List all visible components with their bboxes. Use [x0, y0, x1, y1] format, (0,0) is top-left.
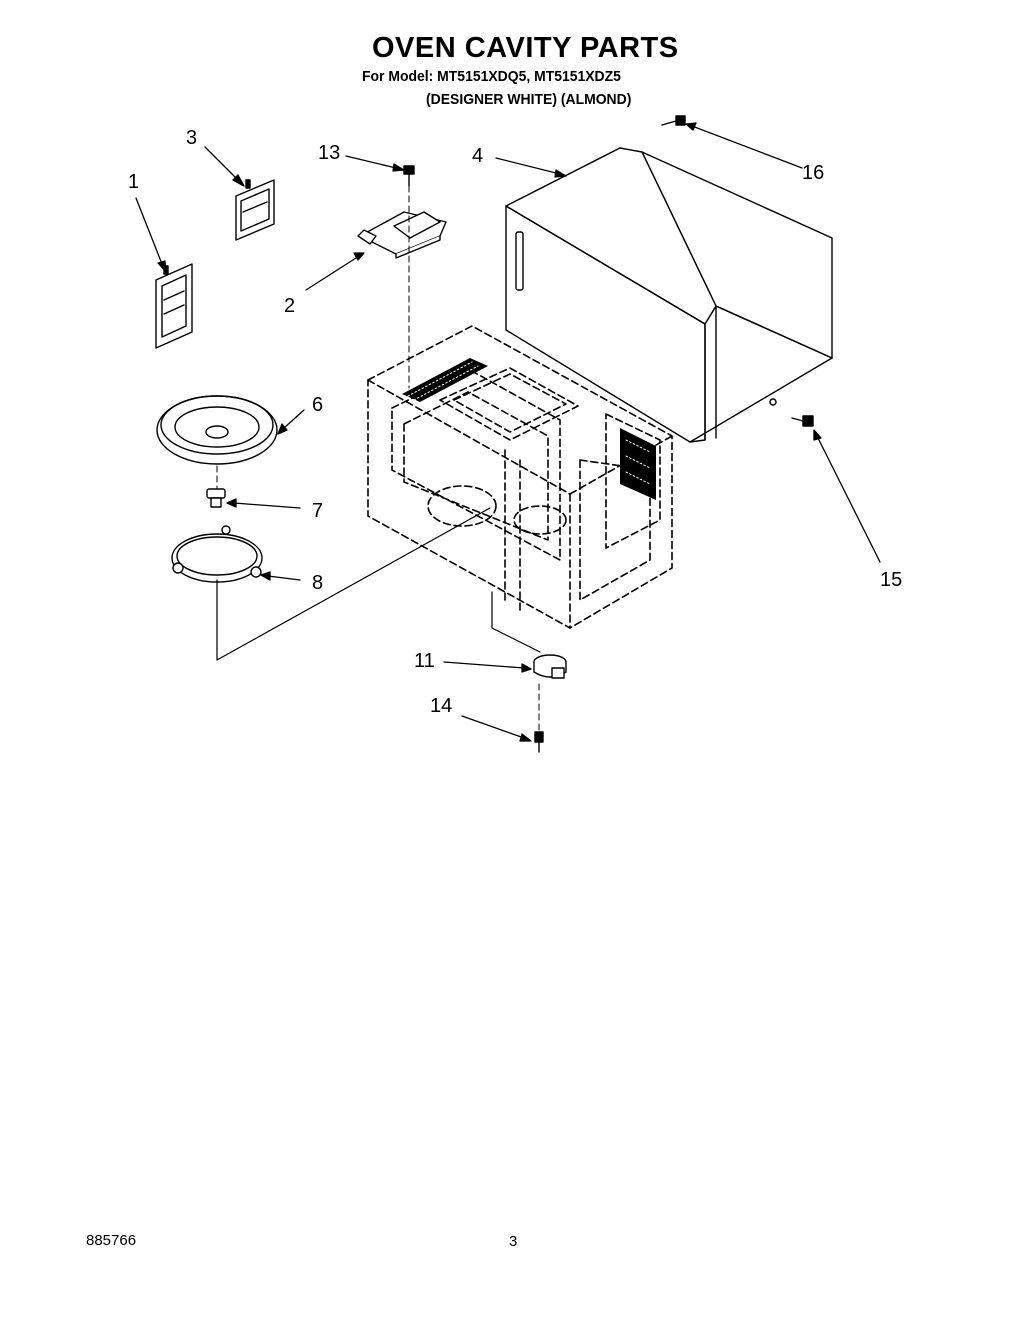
callout-3: 3	[186, 127, 198, 149]
document-number: 885766	[86, 1232, 137, 1249]
page-title: OVEN CAVITY PARTS	[372, 32, 679, 64]
assembly-centerlines	[216, 185, 540, 731]
callout-1: 1	[128, 171, 140, 193]
connector-lines	[216, 507, 541, 661]
turntable-motor-part	[533, 654, 567, 679]
callout-leaders	[135, 122, 881, 742]
page-number: 3	[509, 1233, 518, 1250]
vent-hole-pattern	[407, 361, 651, 485]
callout-6: 6	[312, 394, 324, 416]
screw-15-part	[791, 415, 814, 427]
callout-4: 4	[472, 145, 484, 167]
cavity-vent-perforations	[402, 358, 656, 500]
coupler-part	[206, 488, 226, 508]
oven-cavity	[367, 325, 673, 629]
callout-7: 7	[312, 500, 324, 522]
waveguide-cover-part	[155, 263, 193, 349]
variant-line: (DESIGNER WHITE) (ALMOND)	[426, 91, 632, 108]
roller-ring-part	[171, 525, 263, 583]
outer-cabinet-part	[505, 147, 833, 443]
turntable-tray-part	[156, 395, 278, 465]
callout-15: 15	[880, 569, 903, 591]
model-line: For Model: MT5151XDQ5, MT5151XDZ5	[362, 68, 621, 85]
callout-16: 16	[802, 162, 825, 184]
screw-13-part	[403, 165, 415, 187]
callout-13: 13	[318, 142, 341, 164]
screw-14-part	[534, 731, 544, 753]
callout-11: 11	[414, 650, 435, 672]
callout-8: 8	[312, 572, 324, 594]
callout-14: 14	[430, 695, 453, 717]
bracket-part	[357, 211, 447, 259]
callout-2: 2	[284, 295, 296, 317]
small-cover-part	[235, 179, 275, 241]
screw-16-part	[661, 115, 686, 126]
